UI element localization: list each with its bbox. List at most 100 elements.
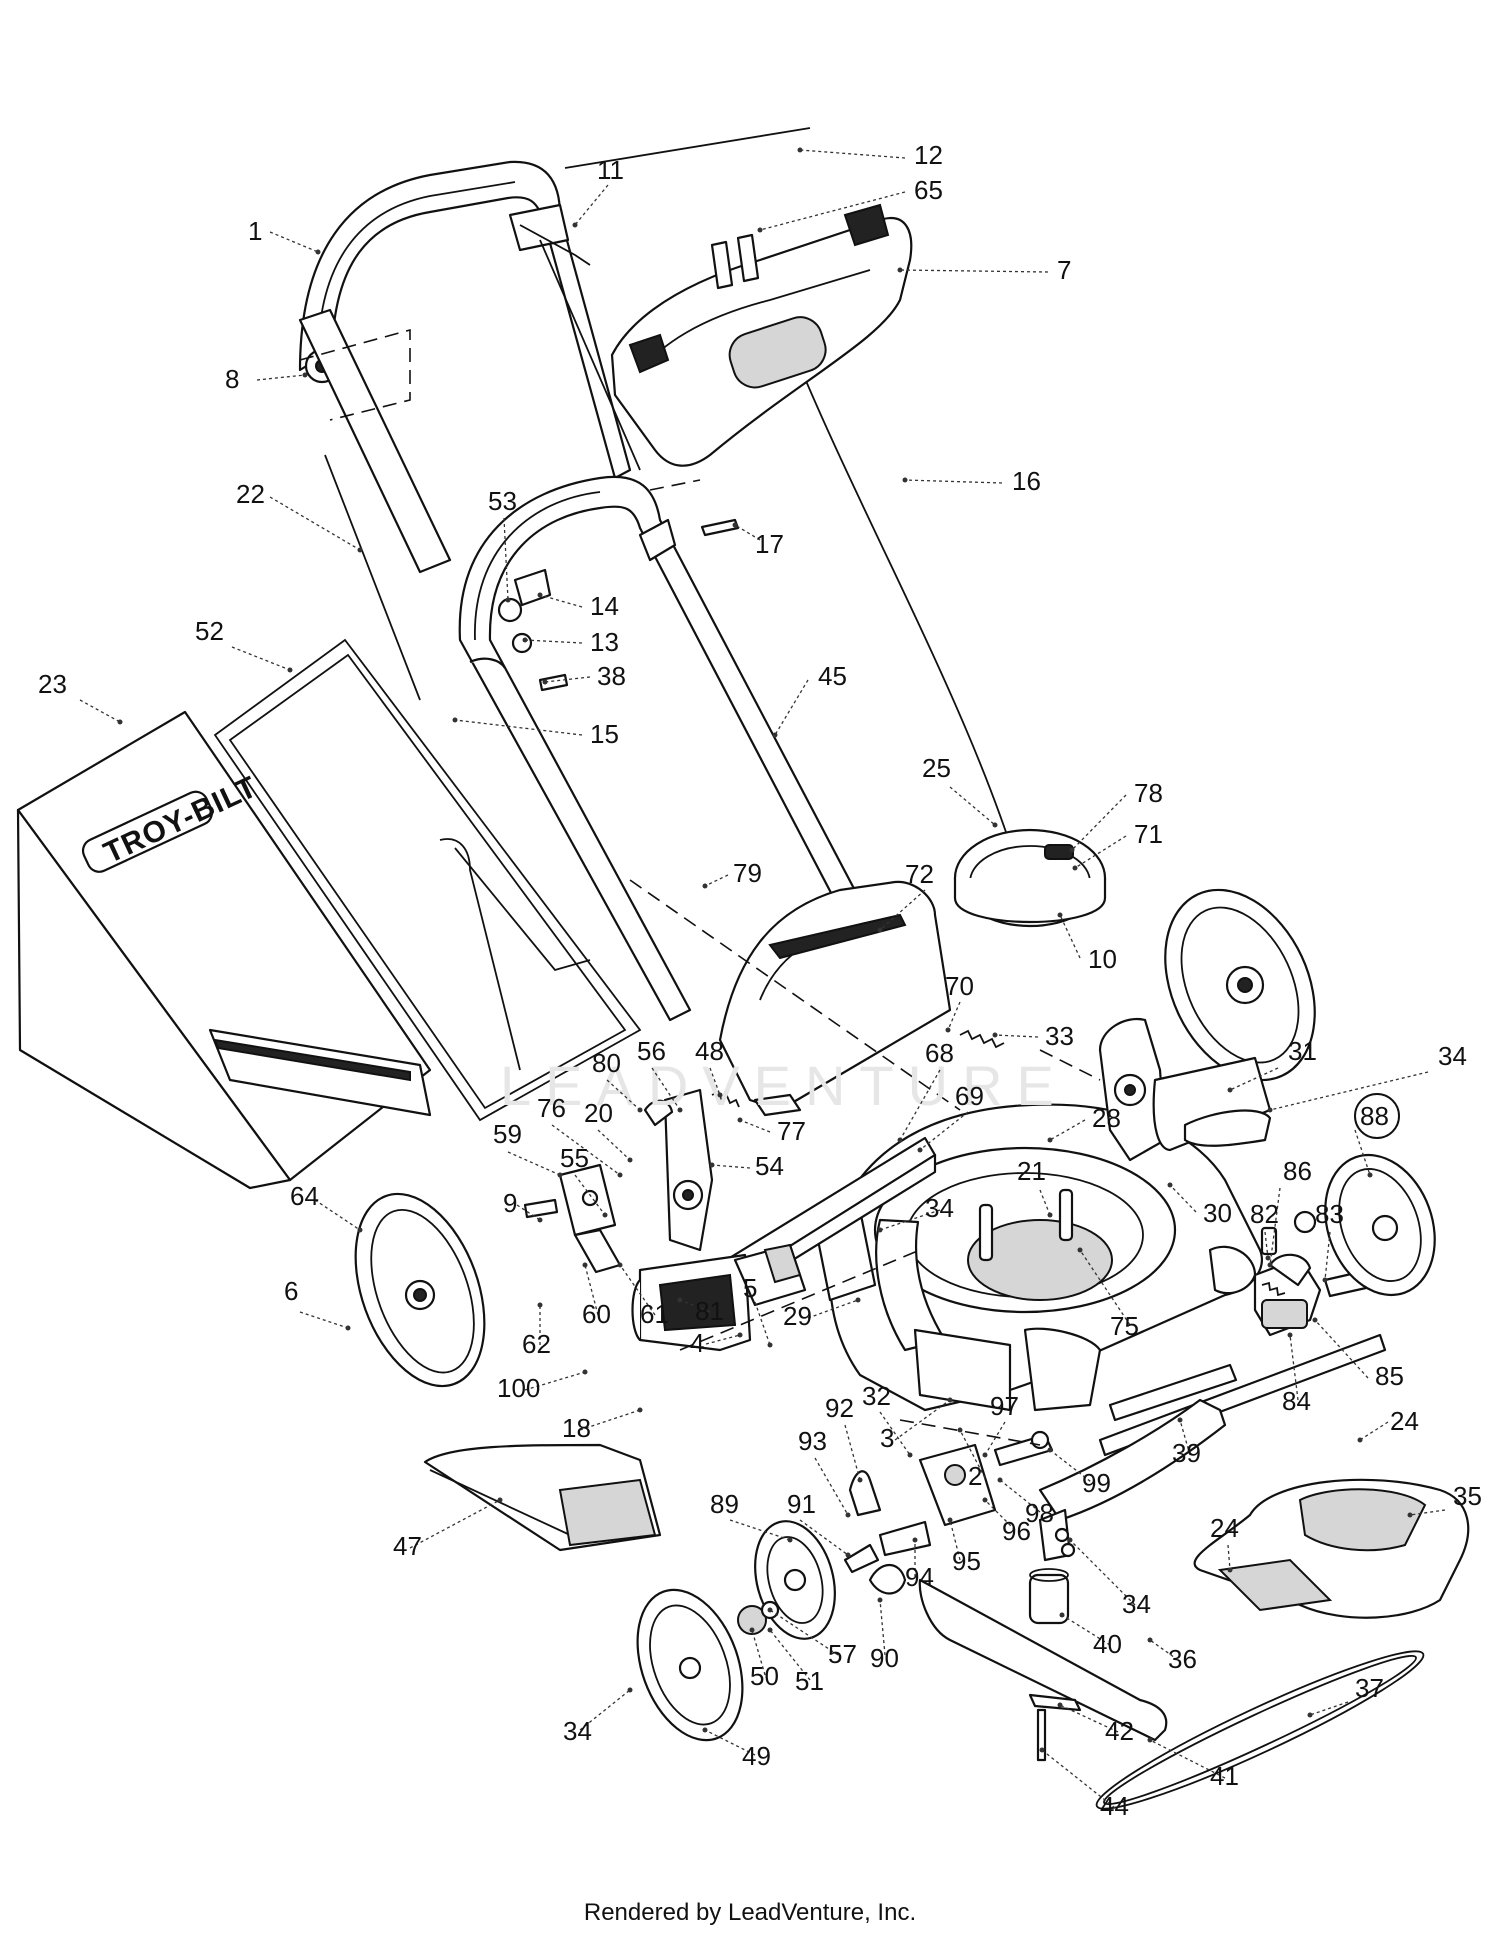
leader-tip-34-73: [877, 1227, 883, 1233]
callout-15: 15: [590, 719, 619, 749]
leader-tip-47-65: [497, 1497, 503, 1503]
callout-24-bottom: 24: [1210, 1513, 1239, 1543]
leader-tip-12-3: [797, 147, 803, 153]
front-wheel-left: [636, 1588, 744, 1742]
front-axle-bracket: [843, 1430, 1054, 1595]
leader-tip-14-9: [537, 592, 543, 598]
baffle-ring: [953, 828, 1107, 928]
callout-12: 12: [914, 140, 943, 170]
leader-34-64: [579, 1689, 631, 1731]
callout-55: 55: [560, 1143, 589, 1173]
leader-21-29: [1039, 1189, 1051, 1216]
leader-85-34: [1314, 1319, 1369, 1379]
leader-33-24: [994, 1034, 1039, 1038]
leader-tip-22-7: [357, 547, 363, 553]
leader-tip-9-76: [537, 1217, 543, 1223]
callout-9: 9: [503, 1188, 517, 1218]
callout-28: 28: [1092, 1103, 1121, 1133]
leader-tip-62-78: [537, 1302, 543, 1308]
blade-spindle-bracket: [1038, 1398, 1227, 1562]
leader-23-16: [79, 699, 121, 723]
leader-tip-83-33: [1322, 1277, 1328, 1283]
leader-tip-24-38: [1357, 1437, 1363, 1443]
callout-47: 47: [393, 1531, 422, 1561]
leader-25-17: [949, 786, 996, 826]
callout-71: 71: [1134, 819, 1163, 849]
leader-tip-77-88: [737, 1117, 743, 1123]
callout-64: 64: [290, 1181, 319, 1211]
leader-tip-28-28: [1047, 1137, 1053, 1143]
leader-tip-3-70: [947, 1397, 953, 1403]
callout-77: 77: [777, 1116, 806, 1146]
callout-100: 100: [497, 1373, 540, 1403]
leader-tip-20-84: [627, 1157, 633, 1163]
leader-59-77: [507, 1151, 561, 1176]
leader-52-15: [231, 646, 291, 671]
callout-45: 45: [818, 661, 847, 691]
leader-tip-18-66: [637, 1407, 643, 1413]
leader-tip-10-20: [1057, 912, 1063, 918]
leader-tip-76-83: [617, 1172, 623, 1178]
leader-tip-79-21: [702, 883, 708, 889]
leader-55-82: [574, 1174, 606, 1216]
leader-tip-56-86: [677, 1107, 683, 1113]
callout-88-circle: [1354, 1093, 1400, 1139]
front-bumper: [1183, 1109, 1272, 1147]
leader-34-26: [1269, 1071, 1429, 1111]
rear-door: [718, 880, 952, 1117]
callout-6: 6: [284, 1276, 298, 1306]
leader-tip-31-25: [1227, 1087, 1233, 1093]
callout-95: 95: [952, 1546, 981, 1576]
leader-tip-44-47: [1039, 1747, 1045, 1753]
callout-5: 5: [743, 1273, 757, 1303]
callout-32: 32: [862, 1381, 891, 1411]
callout-78: 78: [1134, 778, 1163, 808]
callout-79: 79: [733, 858, 762, 888]
leader-84-35: [1289, 1334, 1299, 1401]
leader-tip-52-15: [287, 667, 293, 673]
leader-80-85: [606, 1079, 641, 1111]
leader-86-31: [1269, 1187, 1281, 1266]
callout-25: 25: [922, 753, 951, 783]
leader-30-30: [1169, 1184, 1197, 1213]
callout-62: 62: [522, 1329, 551, 1359]
leader-tip-84-35: [1287, 1332, 1293, 1338]
callout-34-c: 34: [1122, 1589, 1151, 1619]
callout-22: 22: [236, 479, 265, 509]
leader-1-0: [269, 231, 319, 253]
leader-tip-34-64: [627, 1687, 633, 1693]
leader-tip-91-57: [845, 1552, 851, 1558]
leader-61-80: [619, 1264, 656, 1316]
leader-48-87: [709, 1067, 721, 1096]
leader-79-21: [704, 874, 729, 887]
callout-38: 38: [597, 661, 626, 691]
leader-tip-69-91: [917, 1147, 923, 1153]
leader-96-52: [984, 1499, 1016, 1531]
callout-44: 44: [1100, 1791, 1129, 1821]
callout-98: 98: [1025, 1498, 1054, 1528]
callout-29: 29: [783, 1301, 812, 1331]
leader-9-76: [516, 1204, 541, 1221]
leader-100-67: [524, 1371, 586, 1391]
leader-tip-30-30: [1167, 1182, 1173, 1188]
leader-64-75: [314, 1199, 361, 1231]
leader-tip-24-40: [1227, 1567, 1233, 1573]
callout-89: 89: [710, 1489, 739, 1519]
leader-17-13: [734, 524, 761, 541]
callout-93: 93: [798, 1426, 827, 1456]
leader-tip-42-46: [1057, 1702, 1063, 1708]
leader-tip-60-79: [582, 1262, 588, 1268]
callout-69: 69: [955, 1081, 984, 1111]
bag-frame: [213, 638, 642, 1122]
leader-tip-61-80: [617, 1262, 623, 1268]
control-cable: [324, 127, 1031, 911]
leader-tip-97-49: [982, 1452, 988, 1458]
rear-height-adjuster: [523, 1088, 714, 1274]
leader-89-59: [729, 1519, 791, 1541]
leader-tip-90-58: [877, 1597, 883, 1603]
leader-tip-89-59: [787, 1537, 793, 1543]
callout-84: 84: [1282, 1386, 1311, 1416]
leader-tip-75-36: [1077, 1247, 1083, 1253]
leader-11-2: [574, 184, 609, 226]
